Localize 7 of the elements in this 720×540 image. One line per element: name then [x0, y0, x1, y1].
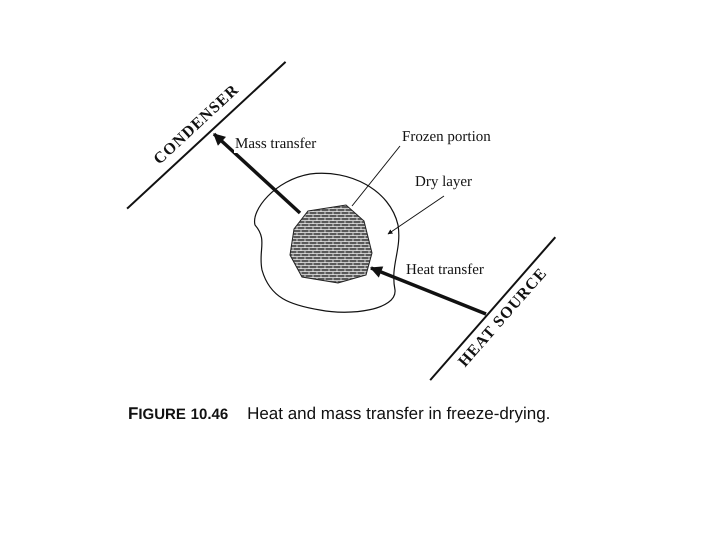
callout-label: Dry layer — [415, 174, 472, 191]
leader-line — [388, 196, 444, 234]
leader-line — [352, 146, 400, 206]
arrow — [370, 266, 487, 316]
arrow — [212, 132, 302, 214]
callout-label: Frozen portion — [402, 129, 491, 146]
figure-caption: FIGURE 10.46 Heat and mass transfer in freeze-drying. — [128, 404, 550, 424]
